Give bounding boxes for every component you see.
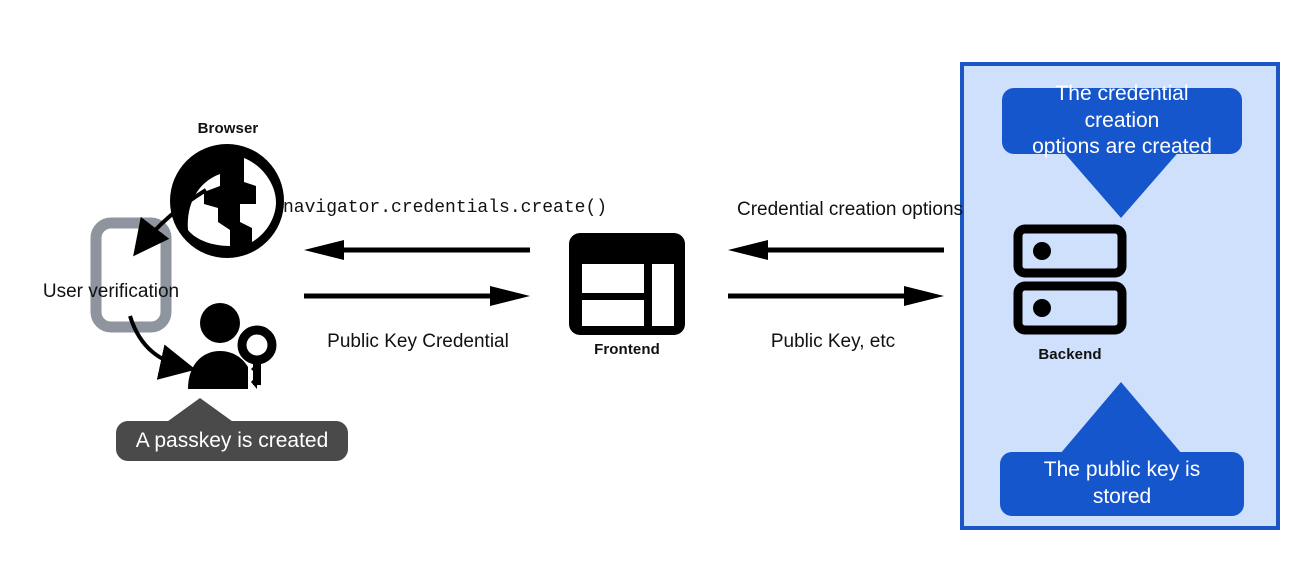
backend-bottom-callout-tail bbox=[1060, 382, 1182, 454]
browser-window-layout-icon bbox=[569, 233, 685, 335]
mobile-phone-icon bbox=[90, 217, 172, 333]
browser-to-phone-arrow bbox=[133, 188, 208, 257]
left-bottom-flow-arrow bbox=[304, 286, 530, 306]
right-bottom-flow-label: Public Key, etc bbox=[770, 331, 896, 352]
frontend-label: Frontend bbox=[594, 341, 660, 358]
user-verification-label: User verification bbox=[42, 281, 180, 302]
backend-label: Backend bbox=[1038, 346, 1102, 363]
left-top-flow-arrow bbox=[304, 240, 530, 260]
left-bottom-flow-label: Public Key Credential bbox=[327, 331, 509, 352]
passkey-callout: A passkey is created bbox=[116, 421, 348, 461]
browser-label: Browser bbox=[197, 120, 259, 137]
right-bottom-flow-arrow bbox=[728, 286, 944, 306]
server-rack-icon bbox=[1013, 224, 1127, 335]
right-top-flow-arrow bbox=[728, 240, 944, 260]
phone-to-user-arrow bbox=[128, 315, 196, 380]
backend-top-callout-line1: The credential creation bbox=[1055, 81, 1189, 132]
left-top-flow-label: navigator.credentials.create() bbox=[283, 198, 608, 218]
globe-icon bbox=[170, 144, 284, 258]
backend-bottom-callout: The public key is stored bbox=[1000, 452, 1244, 516]
passkey-callout-tail bbox=[164, 398, 236, 424]
right-top-flow-label: Credential creation options bbox=[736, 199, 964, 220]
backend-top-callout-line2: options are created bbox=[1032, 135, 1212, 159]
backend-top-callout: The credential creation options are crea… bbox=[1002, 82, 1242, 158]
backend-bottom-callout-line1: The public key is bbox=[1043, 458, 1201, 482]
backend-bottom-callout-line2: stored bbox=[1092, 485, 1152, 508]
backend-top-callout-tail bbox=[1060, 148, 1182, 218]
user-with-key-icon bbox=[188, 303, 277, 389]
